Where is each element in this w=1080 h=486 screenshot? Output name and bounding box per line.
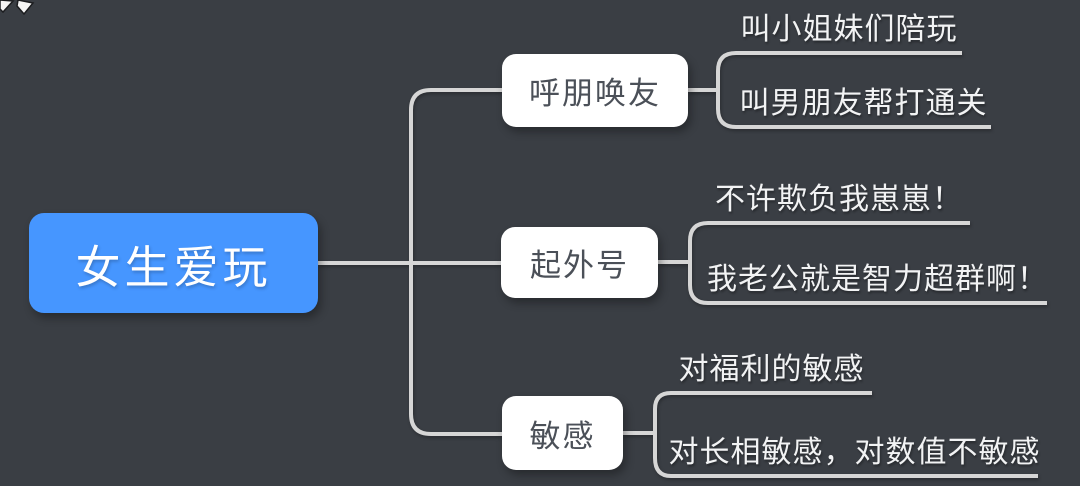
branch-node-sensitive[interactable]: 敏感 bbox=[502, 396, 623, 470]
mouse-cursor-icon bbox=[0, 0, 35, 16]
root-node-label: 女生爱玩 bbox=[75, 241, 272, 293]
leaf-node-label: 叫男朋友帮打通关 bbox=[739, 87, 988, 120]
leaf-node[interactable]: 我老公就是智力超群啊！ bbox=[707, 256, 1048, 296]
branch-node-nicknames[interactable]: 起外号 bbox=[501, 227, 658, 298]
leaf-node[interactable]: 对福利的敏感 bbox=[671, 346, 872, 386]
leaf-node[interactable]: 对长相敏感，对数值不敏感 bbox=[668, 429, 1041, 469]
leaf-node[interactable]: 叫小姐妹们陪玩 bbox=[736, 6, 962, 46]
branch-node-label: 起外号 bbox=[530, 248, 629, 283]
leaf-node-label: 不许欺负我崽崽！ bbox=[715, 183, 963, 216]
root-node[interactable]: 女生爱玩 bbox=[29, 213, 318, 313]
leaf-node[interactable]: 不许欺负我崽崽！ bbox=[708, 176, 970, 216]
leaf-node-label: 对福利的敏感 bbox=[678, 353, 865, 386]
leaf-node-label: 对长相敏感，对数值不敏感 bbox=[668, 436, 1041, 469]
branch-node-call-friends[interactable]: 呼朋唤友 bbox=[502, 54, 688, 127]
branch-node-label: 呼朋唤友 bbox=[529, 76, 661, 111]
leaf-node-label: 我老公就是智力超群啊！ bbox=[707, 263, 1048, 296]
leaf-node[interactable]: 叫男朋友帮打通关 bbox=[736, 80, 991, 120]
branch-node-label: 敏感 bbox=[529, 418, 596, 454]
leaf-node-label: 叫小姐妹们陪玩 bbox=[740, 13, 958, 46]
